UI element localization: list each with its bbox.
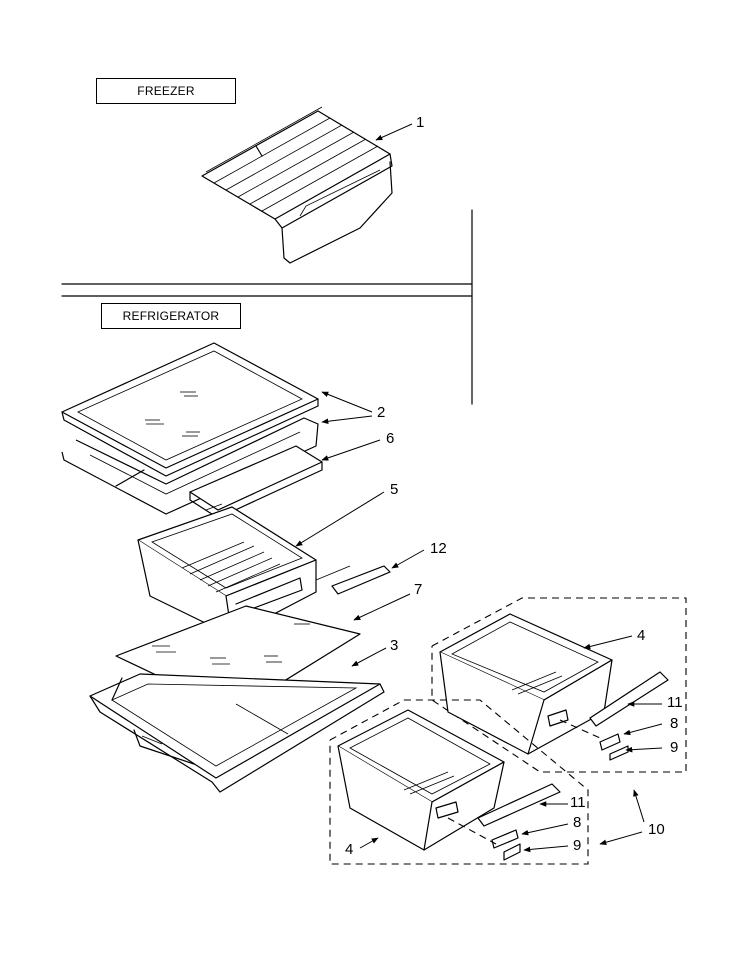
callout-9-right: 9 [670,739,679,756]
crisper-frame [89,673,385,793]
glass-shelf-lower [61,417,319,515]
refrigerator-section-label: REFRIGERATOR [101,303,241,329]
callout-1: 1 [416,114,425,131]
crisper-drawer-left-group [329,699,589,865]
callout-7: 7 [414,581,423,598]
glass-shelf-upper [61,342,319,477]
freezer-section-label: FREEZER [96,78,236,104]
freezer-wire-shelf [201,106,393,264]
leader-lines [295,123,663,853]
callout-6: 6 [386,430,395,447]
callout-8-left: 8 [573,814,582,831]
callout-9-left: 9 [573,837,582,854]
callout-8-right: 8 [670,715,679,732]
crisper-drawer-right-group [431,597,687,773]
callout-4-left: 4 [345,841,354,858]
callout-2: 2 [377,404,386,421]
callout-12: 12 [430,540,447,557]
section-divider [61,209,473,405]
callout-4-right: 4 [637,627,646,644]
callout-3: 3 [390,637,399,654]
callout-11-right: 11 [667,694,683,711]
callout-10: 10 [648,821,665,838]
deli-trim-piece [315,565,391,595]
callout-11-left: 11 [570,794,586,811]
callout-5: 5 [390,481,399,498]
